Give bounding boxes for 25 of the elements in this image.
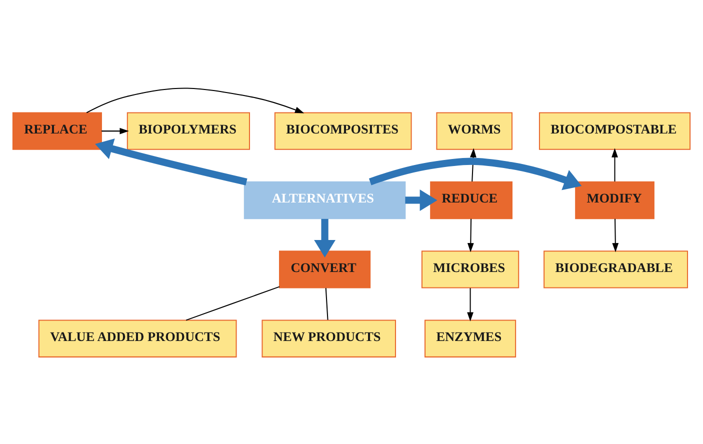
arrow [467, 288, 474, 321]
node-box: WORMS [436, 112, 512, 150]
node-box: VALUE ADDED PRODUCTS [38, 319, 237, 357]
arrow [612, 218, 619, 252]
node-box: BIOPOLYMERS [126, 112, 250, 150]
arrow [102, 127, 129, 134]
arrow [405, 189, 438, 210]
node-box: ENZYMES [424, 319, 516, 357]
node-box: BIOCOMPOSITES [274, 112, 412, 150]
node-box: NEW PRODUCTS [262, 319, 396, 357]
node-box: REDUCE [430, 180, 512, 219]
node-box: ALTERNATIVES [244, 180, 406, 219]
connector [325, 288, 328, 320]
node-box: CONVERT [279, 250, 371, 288]
arrow [467, 218, 474, 252]
connector [186, 286, 280, 320]
node-box: MICROBES [421, 250, 520, 288]
node-box: BIOCOMPOSTABLE [538, 112, 691, 150]
node-box: MODIFY [575, 180, 654, 219]
node-box: BIODEGRADABLE [544, 250, 688, 288]
arrow [95, 138, 248, 185]
node-box: REPLACE [12, 112, 102, 150]
arrow [612, 148, 618, 181]
arrow [86, 87, 304, 113]
arrow [314, 218, 336, 257]
